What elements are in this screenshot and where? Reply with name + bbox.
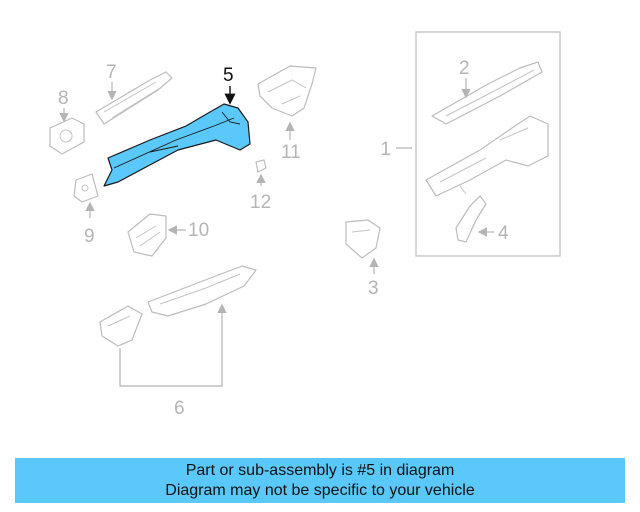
part-6[interactable]: 6 — [99, 265, 257, 419]
part-9[interactable]: 9 — [73, 173, 99, 247]
callout-3: 3 — [368, 278, 379, 299]
callout-7: 7 — [106, 62, 117, 83]
part-10[interactable]: 10 — [127, 213, 209, 257]
assembly-box — [415, 31, 561, 257]
callout-6: 6 — [174, 398, 185, 419]
callout-1: 1 — [380, 139, 391, 160]
callout-5: 5 — [223, 65, 234, 86]
callout-10: 10 — [188, 220, 209, 241]
banner-line-2: Diagram may not be specific to your vehi… — [165, 482, 475, 499]
callout-2: 2 — [459, 58, 470, 79]
banner-line-1: Part or sub-assembly is #5 in diagram — [185, 462, 455, 479]
part-3[interactable]: 3 — [345, 219, 381, 299]
part-7[interactable]: 7 — [95, 62, 173, 125]
callout-12: 12 — [250, 192, 271, 213]
part-5-highlighted[interactable]: 5 — [103, 65, 251, 187]
part-8[interactable]: 8 — [49, 88, 85, 155]
part-1-assembly[interactable]: 1 2 4 — [380, 31, 561, 257]
part-5-shape — [103, 103, 251, 187]
callout-11: 11 — [281, 142, 301, 163]
part-12[interactable]: 12 — [250, 159, 271, 213]
callout-4: 4 — [498, 223, 509, 244]
info-banner: Part or sub-assembly is #5 in diagram Di… — [15, 458, 625, 503]
callout-8: 8 — [58, 88, 69, 109]
callout-9: 9 — [84, 226, 95, 247]
part-11[interactable]: 11 — [257, 65, 317, 163]
parts-diagram: 7 8 5 11 12 9 10 — [49, 31, 561, 419]
